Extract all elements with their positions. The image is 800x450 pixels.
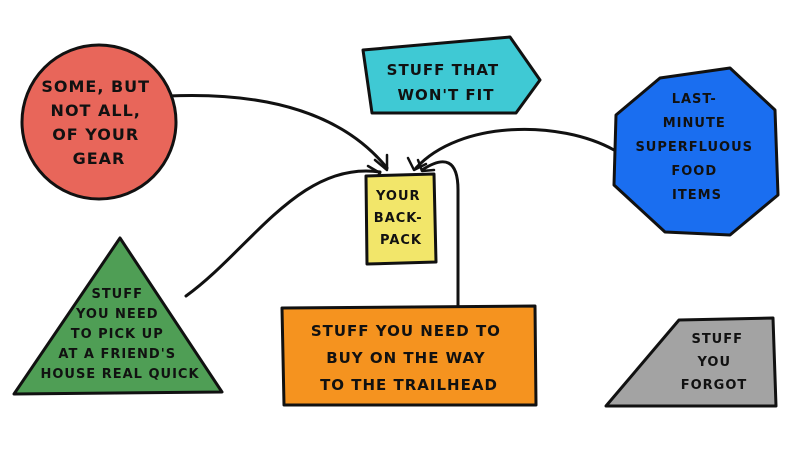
friend-triangle xyxy=(12,236,224,396)
forgot-trapezoid xyxy=(604,316,778,408)
gear-line: GEAR xyxy=(73,149,126,168)
backpack-rect xyxy=(364,172,438,266)
connector-food-to-backpack xyxy=(414,127,616,170)
food-line: ITEMS xyxy=(672,188,722,203)
food-line: LAST- xyxy=(672,92,717,107)
friend-line: YOU NEED xyxy=(75,307,159,322)
trailhead-line: STUFF YOU NEED TO xyxy=(311,322,501,340)
gear-circle xyxy=(20,43,178,201)
friend-line: STUFF xyxy=(91,287,143,302)
backpack-line: BACK- xyxy=(374,211,423,226)
food-line: MINUTE xyxy=(663,116,726,131)
food-octagon xyxy=(612,66,780,237)
backpack-label: YOUR BACK- PACK xyxy=(374,189,428,248)
trailhead-line: TO THE TRAILHEAD xyxy=(320,376,498,394)
wont-fit-line: STUFF THAT xyxy=(387,61,499,79)
node-trailhead: STUFF YOU NEED TO BUY ON THE WAY TO THE … xyxy=(280,304,538,407)
node-wont-fit: STUFF THAT WON'T FIT xyxy=(361,35,542,115)
food-line: SUPERFLUOUS xyxy=(635,140,753,155)
friend-label: STUFF YOU NEED TO PICK UP AT A FRIEND'S … xyxy=(40,287,199,382)
friend-line: AT A FRIEND'S xyxy=(58,347,176,362)
trailhead-rect xyxy=(280,304,538,407)
wont-fit-line: WON'T FIT xyxy=(398,86,495,104)
arrowhead-gear xyxy=(373,153,389,172)
gear-line: NOT ALL, xyxy=(51,101,141,120)
backpack-line: YOUR xyxy=(375,189,421,204)
node-gear: SOME, BUT NOT ALL, OF YOUR GEAR xyxy=(20,43,178,201)
node-friend: STUFF YOU NEED TO PICK UP AT A FRIEND'S … xyxy=(12,236,224,396)
connector-friend-to-backpack xyxy=(184,169,382,298)
arrowhead-food xyxy=(406,156,428,172)
forgot-line: YOU xyxy=(696,355,731,370)
forgot-label: STUFF YOU FORGOT xyxy=(681,332,749,393)
forgot-line: FORGOT xyxy=(681,378,748,393)
gear-line: SOME, BUT xyxy=(41,77,150,96)
connector-gear-to-backpack xyxy=(166,94,389,170)
gear-line: OF YOUR xyxy=(52,125,139,144)
food-label: LAST- MINUTE SUPERFLUOUS FOOD ITEMS xyxy=(635,92,758,203)
friend-line: HOUSE REAL QUICK xyxy=(40,367,199,382)
node-forgot: STUFF YOU FORGOT xyxy=(604,316,778,408)
gear-label: SOME, BUT NOT ALL, OF YOUR GEAR xyxy=(41,77,156,168)
connector-trailhead-to-backpack xyxy=(420,160,460,308)
arrowhead-trailhead xyxy=(416,158,436,173)
wont-fit-label: STUFF THAT WON'T FIT xyxy=(387,61,506,104)
forgot-line: STUFF xyxy=(691,332,743,347)
food-line: FOOD xyxy=(671,164,717,179)
trailhead-line: BUY ON THE WAY xyxy=(326,349,486,367)
node-backpack: YOUR BACK- PACK xyxy=(364,172,438,266)
node-food: LAST- MINUTE SUPERFLUOUS FOOD ITEMS xyxy=(612,66,780,237)
friend-line: TO PICK UP xyxy=(71,327,164,342)
trailhead-label: STUFF YOU NEED TO BUY ON THE WAY TO THE … xyxy=(311,322,507,394)
wont-fit-shape xyxy=(361,35,542,115)
backpack-line: PACK xyxy=(380,233,422,248)
